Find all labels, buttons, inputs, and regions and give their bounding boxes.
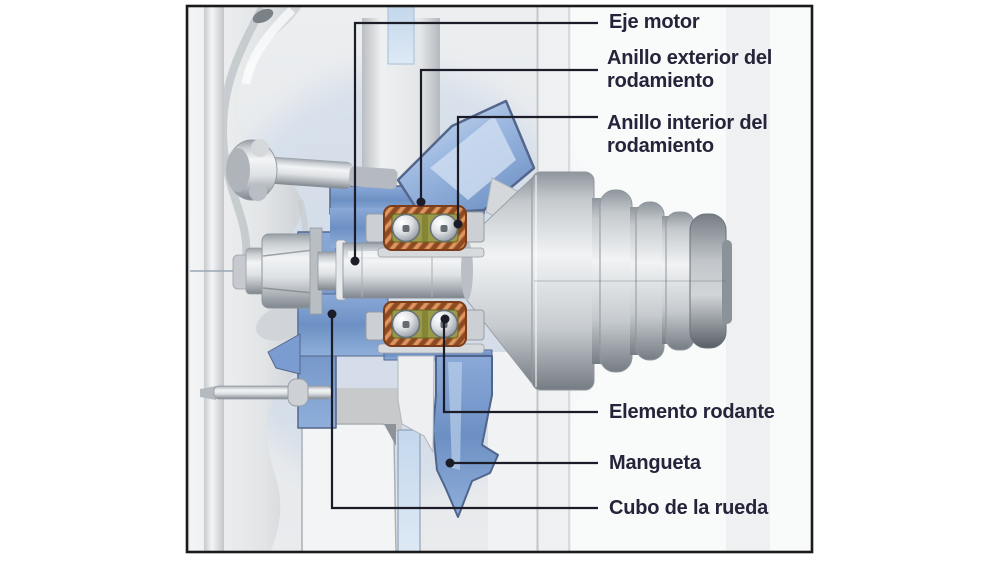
label-cubo-rueda: Cubo de la rueda [609,497,769,519]
label-anillo-interior: Anillo interior del rodamiento [607,112,768,157]
flange-wedge [397,355,435,453]
axle-nut [232,227,323,315]
upper-stud [226,139,398,201]
leader-anillo-interior [456,115,598,220]
hub-flange [301,423,397,552]
knuckle-arm-highlight [430,116,516,200]
leader-eje-motor [353,21,598,257]
label-mangueta: Mangueta [609,452,701,474]
lower-bearing [383,301,467,347]
hub-flange-notch [384,424,396,446]
label-eje-motor: Eje motor [609,11,700,33]
bearing-seals [365,211,485,341]
lower-right-block [488,352,536,552]
label-anillo-exterior: Anillo exterior del rodamiento [607,47,773,92]
label-elemento-rodante: Elemento rodante [609,401,775,423]
figure-frame [185,4,814,554]
leader-dots [327,197,463,468]
upper-bearing [383,205,467,251]
leader-elemento-rodante [442,323,598,414]
hub-strip-top [387,6,415,65]
leader-anillo-exterior [419,68,598,198]
leader-cubo-rueda [330,318,598,510]
hub-left-rib [267,333,301,375]
hub-strip-bottom [397,429,421,552]
right-gray-band [726,6,770,552]
lower-arm-highlight [448,362,462,470]
leader-lines [330,21,598,510]
lower-stud [200,378,333,407]
cv-joint-boot [461,171,732,391]
backplate-strip [204,6,224,552]
